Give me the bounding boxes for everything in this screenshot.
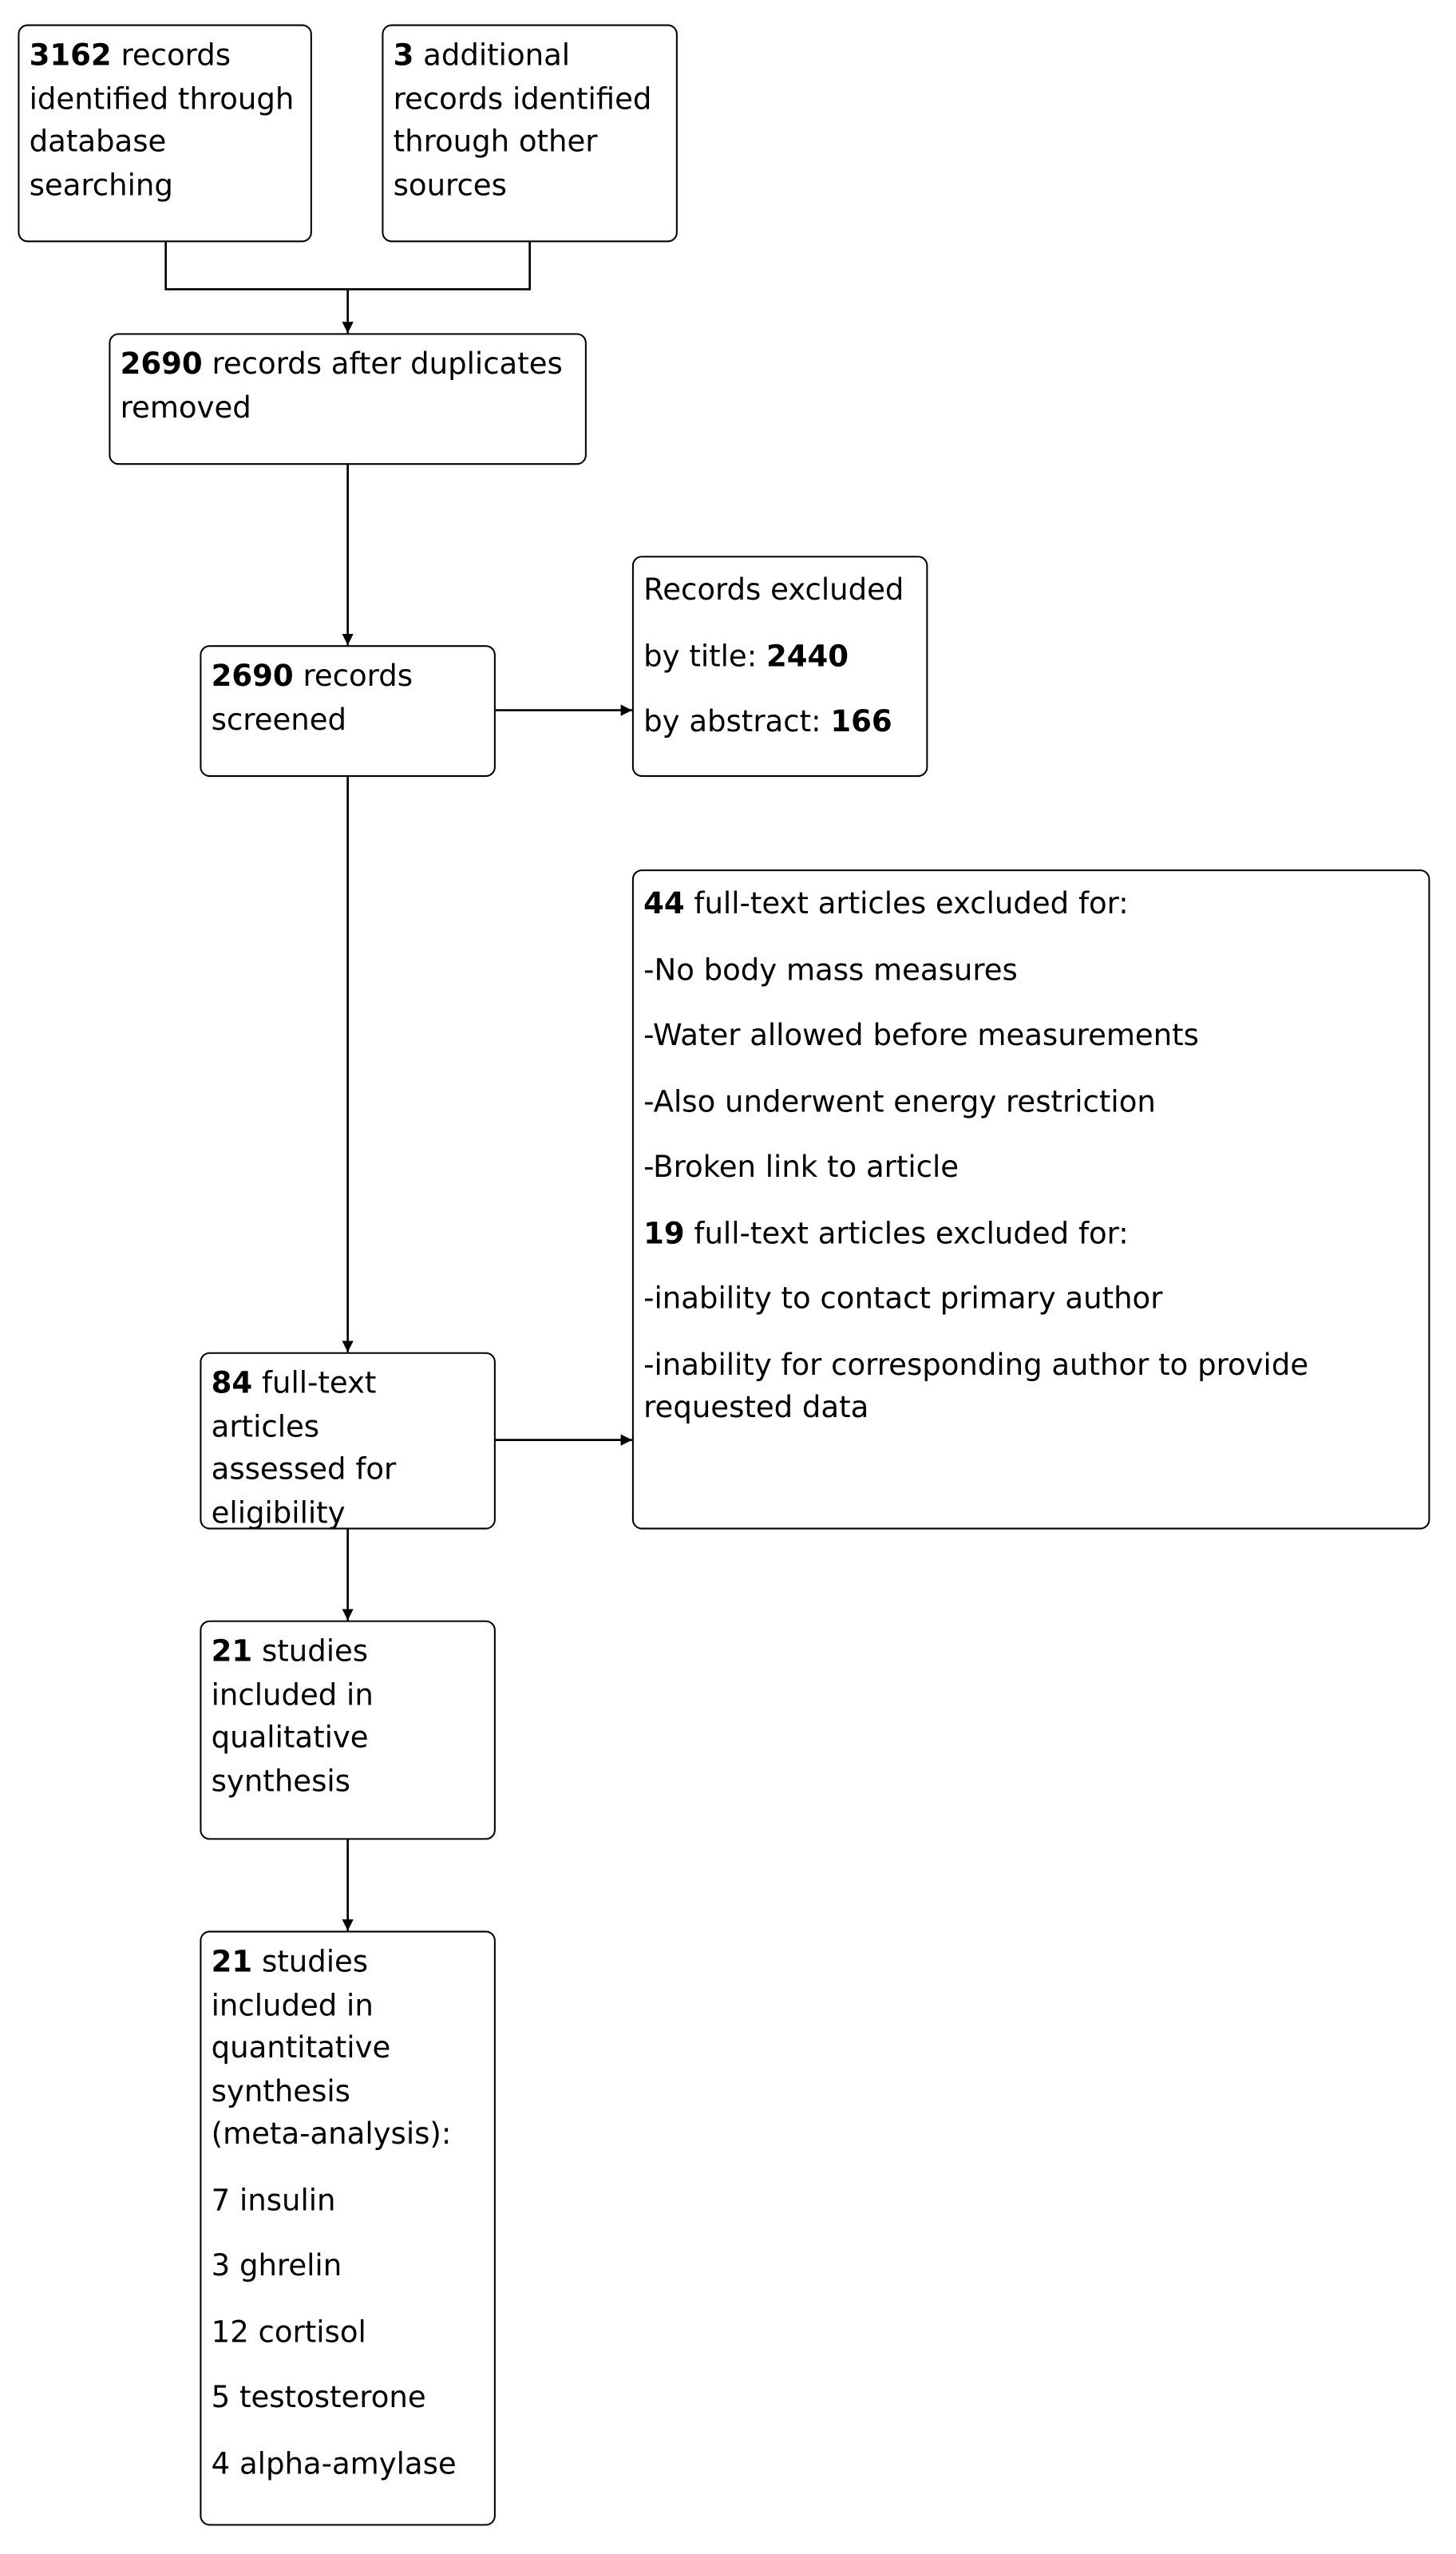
outcome-item: 3 ghrelin [211, 2249, 342, 2284]
qualitative-line2: included in [211, 1677, 374, 1713]
qualitative-line4: synthesis [211, 1764, 350, 1799]
records-excluded-box: Records excluded by title: 2440 by abstr… [631, 556, 928, 778]
screened-count: 2690 [211, 659, 294, 695]
quantitative-line2: included in [211, 1988, 374, 2023]
other-sources-line1: 3 additional [394, 36, 667, 79]
fulltext-excluded-group1-heading: 44 full-text articles excluded for: [643, 884, 1418, 927]
duplicates-line1: 2690 records after duplicates [121, 345, 576, 388]
duplicates-text: records after duplicates [202, 347, 563, 382]
other-sources-box: 3 additional records identified through … [382, 24, 678, 243]
outcome-item: 12 cortisol [211, 2314, 366, 2350]
database-records-line4: searching [29, 168, 173, 203]
exclusion-reason: -No body mass measures [643, 952, 1018, 988]
exclusion-reason: -Broken link to article [643, 1150, 959, 1186]
quantitative-line4: synthesis [211, 2074, 350, 2109]
outcome-item: 5 testosterone [211, 2381, 426, 2416]
fulltext-excluded-box: 44 full-text articles excluded for: -No … [631, 869, 1430, 1530]
connector-database-to-merge [164, 240, 348, 291]
duplicates-line2: removed [120, 390, 251, 426]
qualitative-synthesis-box: 21 studies included in qualitative synth… [200, 1620, 496, 1840]
fulltext-excluded-group2-heading: 19 full-text articles excluded for: [643, 1214, 1418, 1257]
other-sources-text: additional [413, 38, 571, 73]
exclusion-reason: -Also underwent energy restriction [643, 1084, 1156, 1119]
other-sources-line2: records identified [393, 81, 652, 117]
database-records-line1: 3162 records [30, 36, 301, 79]
exclusion-reason-continued: requested data [643, 1391, 869, 1426]
exclusion-reason: -inability for corresponding author to p… [643, 1348, 1309, 1383]
records-screened-box: 2690 records screened [200, 645, 496, 778]
exclusion-reason: -Water allowed before measurements [643, 1019, 1199, 1054]
qualitative-line1: 21 studies [212, 1632, 485, 1675]
quantitative-line1: 21 studies [212, 1942, 485, 1986]
duplicates-removed-box: 2690 records after duplicates removed [109, 333, 587, 465]
fulltext-excluded-group1-count: 44 [643, 887, 685, 922]
assessed-line1: 84 full-text articles [212, 1364, 485, 1450]
quantitative-synthesis-box: 21 studies included in quantitative synt… [200, 1930, 496, 2526]
excluded-by-title-count: 2440 [766, 639, 849, 674]
records-excluded-title: Records excluded [643, 573, 904, 608]
database-records-line2: identified through [29, 81, 295, 117]
assessed-line2: assessed for [211, 1452, 397, 1487]
qualitative-line3: qualitative [211, 1720, 369, 1756]
assessed-text: full-text articles [211, 1367, 377, 1444]
excluded-by-title-label: by title: [643, 639, 766, 674]
fulltext-excluded-group2-text: full-text articles excluded for: [684, 1216, 1129, 1251]
other-sources-line3: through other [393, 125, 598, 160]
screened-line2: screened [211, 703, 347, 738]
fulltext-excluded-group1-text: full-text articles excluded for: [684, 887, 1129, 922]
quantitative-text: studies [252, 1945, 369, 1980]
screened-text: records [293, 659, 413, 695]
qualitative-count: 21 [211, 1634, 253, 1669]
excluded-by-abstract-label: by abstract: [643, 705, 831, 740]
outcome-item: 4 alpha-amylase [211, 2446, 457, 2481]
quantitative-line5: (meta-analysis): [211, 2117, 452, 2152]
fulltext-assessed-box: 84 full-text articles assessed for eligi… [200, 1352, 496, 1530]
database-records-line3: database [29, 125, 167, 160]
fulltext-excluded-group2-count: 19 [643, 1216, 685, 1251]
quantitative-count: 21 [211, 1945, 253, 1980]
other-sources-line4: sources [393, 168, 507, 203]
duplicates-count: 2690 [120, 347, 203, 382]
other-sources-count: 3 [393, 38, 414, 73]
assessed-count: 84 [211, 1367, 253, 1401]
database-records-box: 3162 records identified through database… [18, 24, 312, 243]
assessed-line3: eligibility [211, 1495, 346, 1530]
excluded-by-title: by title: 2440 [643, 636, 916, 679]
exclusion-reason: -inability to contact primary author [643, 1282, 1163, 1317]
database-records-text: records [111, 38, 231, 73]
connector-other-to-merge [347, 240, 531, 291]
qualitative-text: studies [252, 1634, 369, 1669]
screened-line1: 2690 records [212, 656, 485, 699]
database-records-count: 3162 [29, 38, 112, 73]
excluded-by-abstract-count: 166 [830, 705, 892, 740]
quantitative-line3: quantitative [211, 2031, 391, 2066]
excluded-by-abstract: by abstract: 166 [643, 702, 916, 745]
outcome-item: 7 insulin [211, 2183, 336, 2218]
